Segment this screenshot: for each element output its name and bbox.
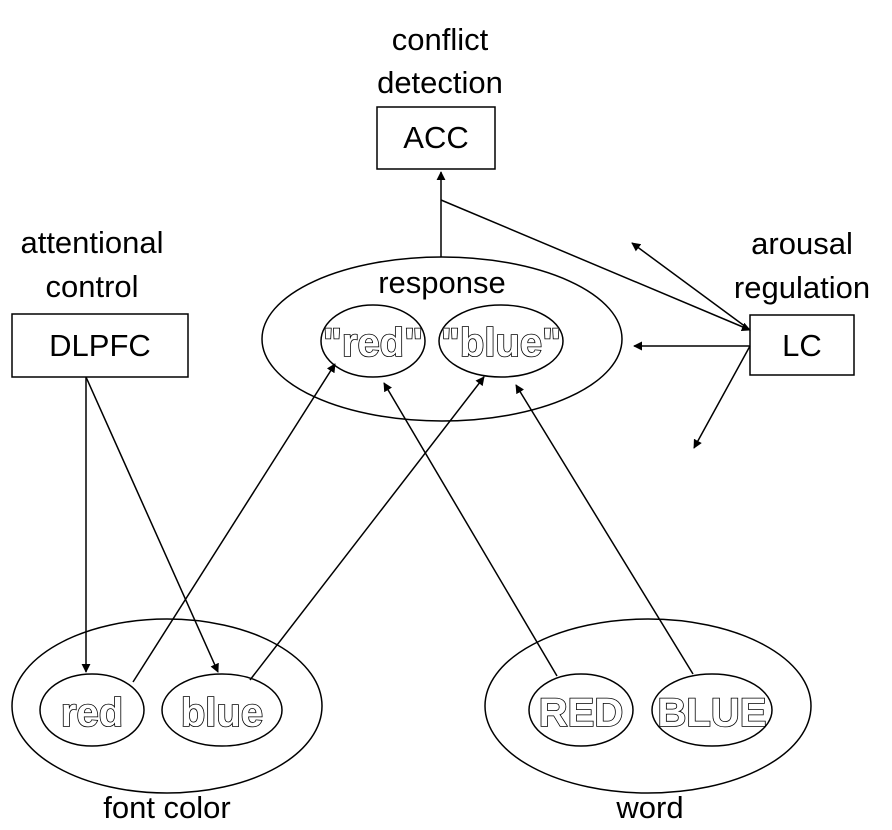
word-blue-ellipse bbox=[651, 673, 773, 747]
edge-lc-diffuse-up bbox=[631, 242, 751, 331]
word-blue-word: BLUE bbox=[658, 691, 767, 735]
dlpfc-node: attentional control DLPFC bbox=[11, 225, 189, 378]
lc-label-line1: arousal bbox=[751, 226, 853, 261]
word-label: word bbox=[615, 790, 683, 825]
edge-font-red-to-response-red bbox=[132, 363, 336, 683]
acc-box bbox=[376, 106, 496, 170]
word-node: RED BLUE word bbox=[484, 618, 812, 825]
word-red-word: RED bbox=[539, 691, 623, 735]
edges bbox=[81, 171, 751, 683]
acc-box-text: ACC bbox=[403, 120, 468, 155]
edge-acc-to-lc bbox=[440, 199, 751, 332]
response-label: response bbox=[378, 265, 506, 300]
dlpfc-label-line1: attentional bbox=[20, 225, 163, 260]
acc-node: conflict detection ACC bbox=[376, 22, 503, 170]
response-blue-word: "blue" bbox=[441, 321, 561, 365]
edge-font-blue-to-response-blue bbox=[249, 376, 485, 681]
edge-lc-diffuse-down bbox=[693, 345, 751, 449]
edge-word-blue-to-response-blue bbox=[515, 384, 694, 675]
response-red-word: "red" bbox=[323, 321, 423, 365]
dlpfc-box bbox=[11, 313, 189, 378]
word-red-ellipse bbox=[528, 673, 634, 747]
response-ellipse bbox=[261, 256, 623, 422]
dlpfc-box-text: DLPFC bbox=[49, 328, 151, 363]
font-red-ellipse bbox=[39, 673, 145, 747]
font-blue-ellipse bbox=[161, 673, 283, 747]
font-color-ellipse bbox=[11, 618, 323, 794]
font-color-label: font color bbox=[103, 790, 231, 825]
dlpfc-label-line2: control bbox=[45, 269, 138, 304]
font-red-word: red bbox=[61, 691, 123, 735]
lc-node: arousal regulation LC bbox=[734, 226, 870, 376]
response-red-ellipse bbox=[320, 304, 426, 378]
acc-label-line1: conflict bbox=[392, 22, 489, 57]
lc-label-line2: regulation bbox=[734, 270, 870, 305]
lc-box-text: LC bbox=[782, 328, 822, 363]
word-ellipse bbox=[484, 618, 812, 794]
font-blue-word: blue bbox=[181, 691, 263, 735]
response-blue-ellipse bbox=[438, 304, 564, 378]
response-node: response "red" "blue" bbox=[261, 256, 623, 422]
edge-dlpfc-to-font-blue bbox=[85, 376, 219, 673]
font-color-node: red blue font color bbox=[11, 618, 323, 825]
lc-box bbox=[749, 314, 855, 376]
acc-label-line2: detection bbox=[377, 65, 503, 100]
edge-word-red-to-response-red bbox=[383, 382, 558, 677]
